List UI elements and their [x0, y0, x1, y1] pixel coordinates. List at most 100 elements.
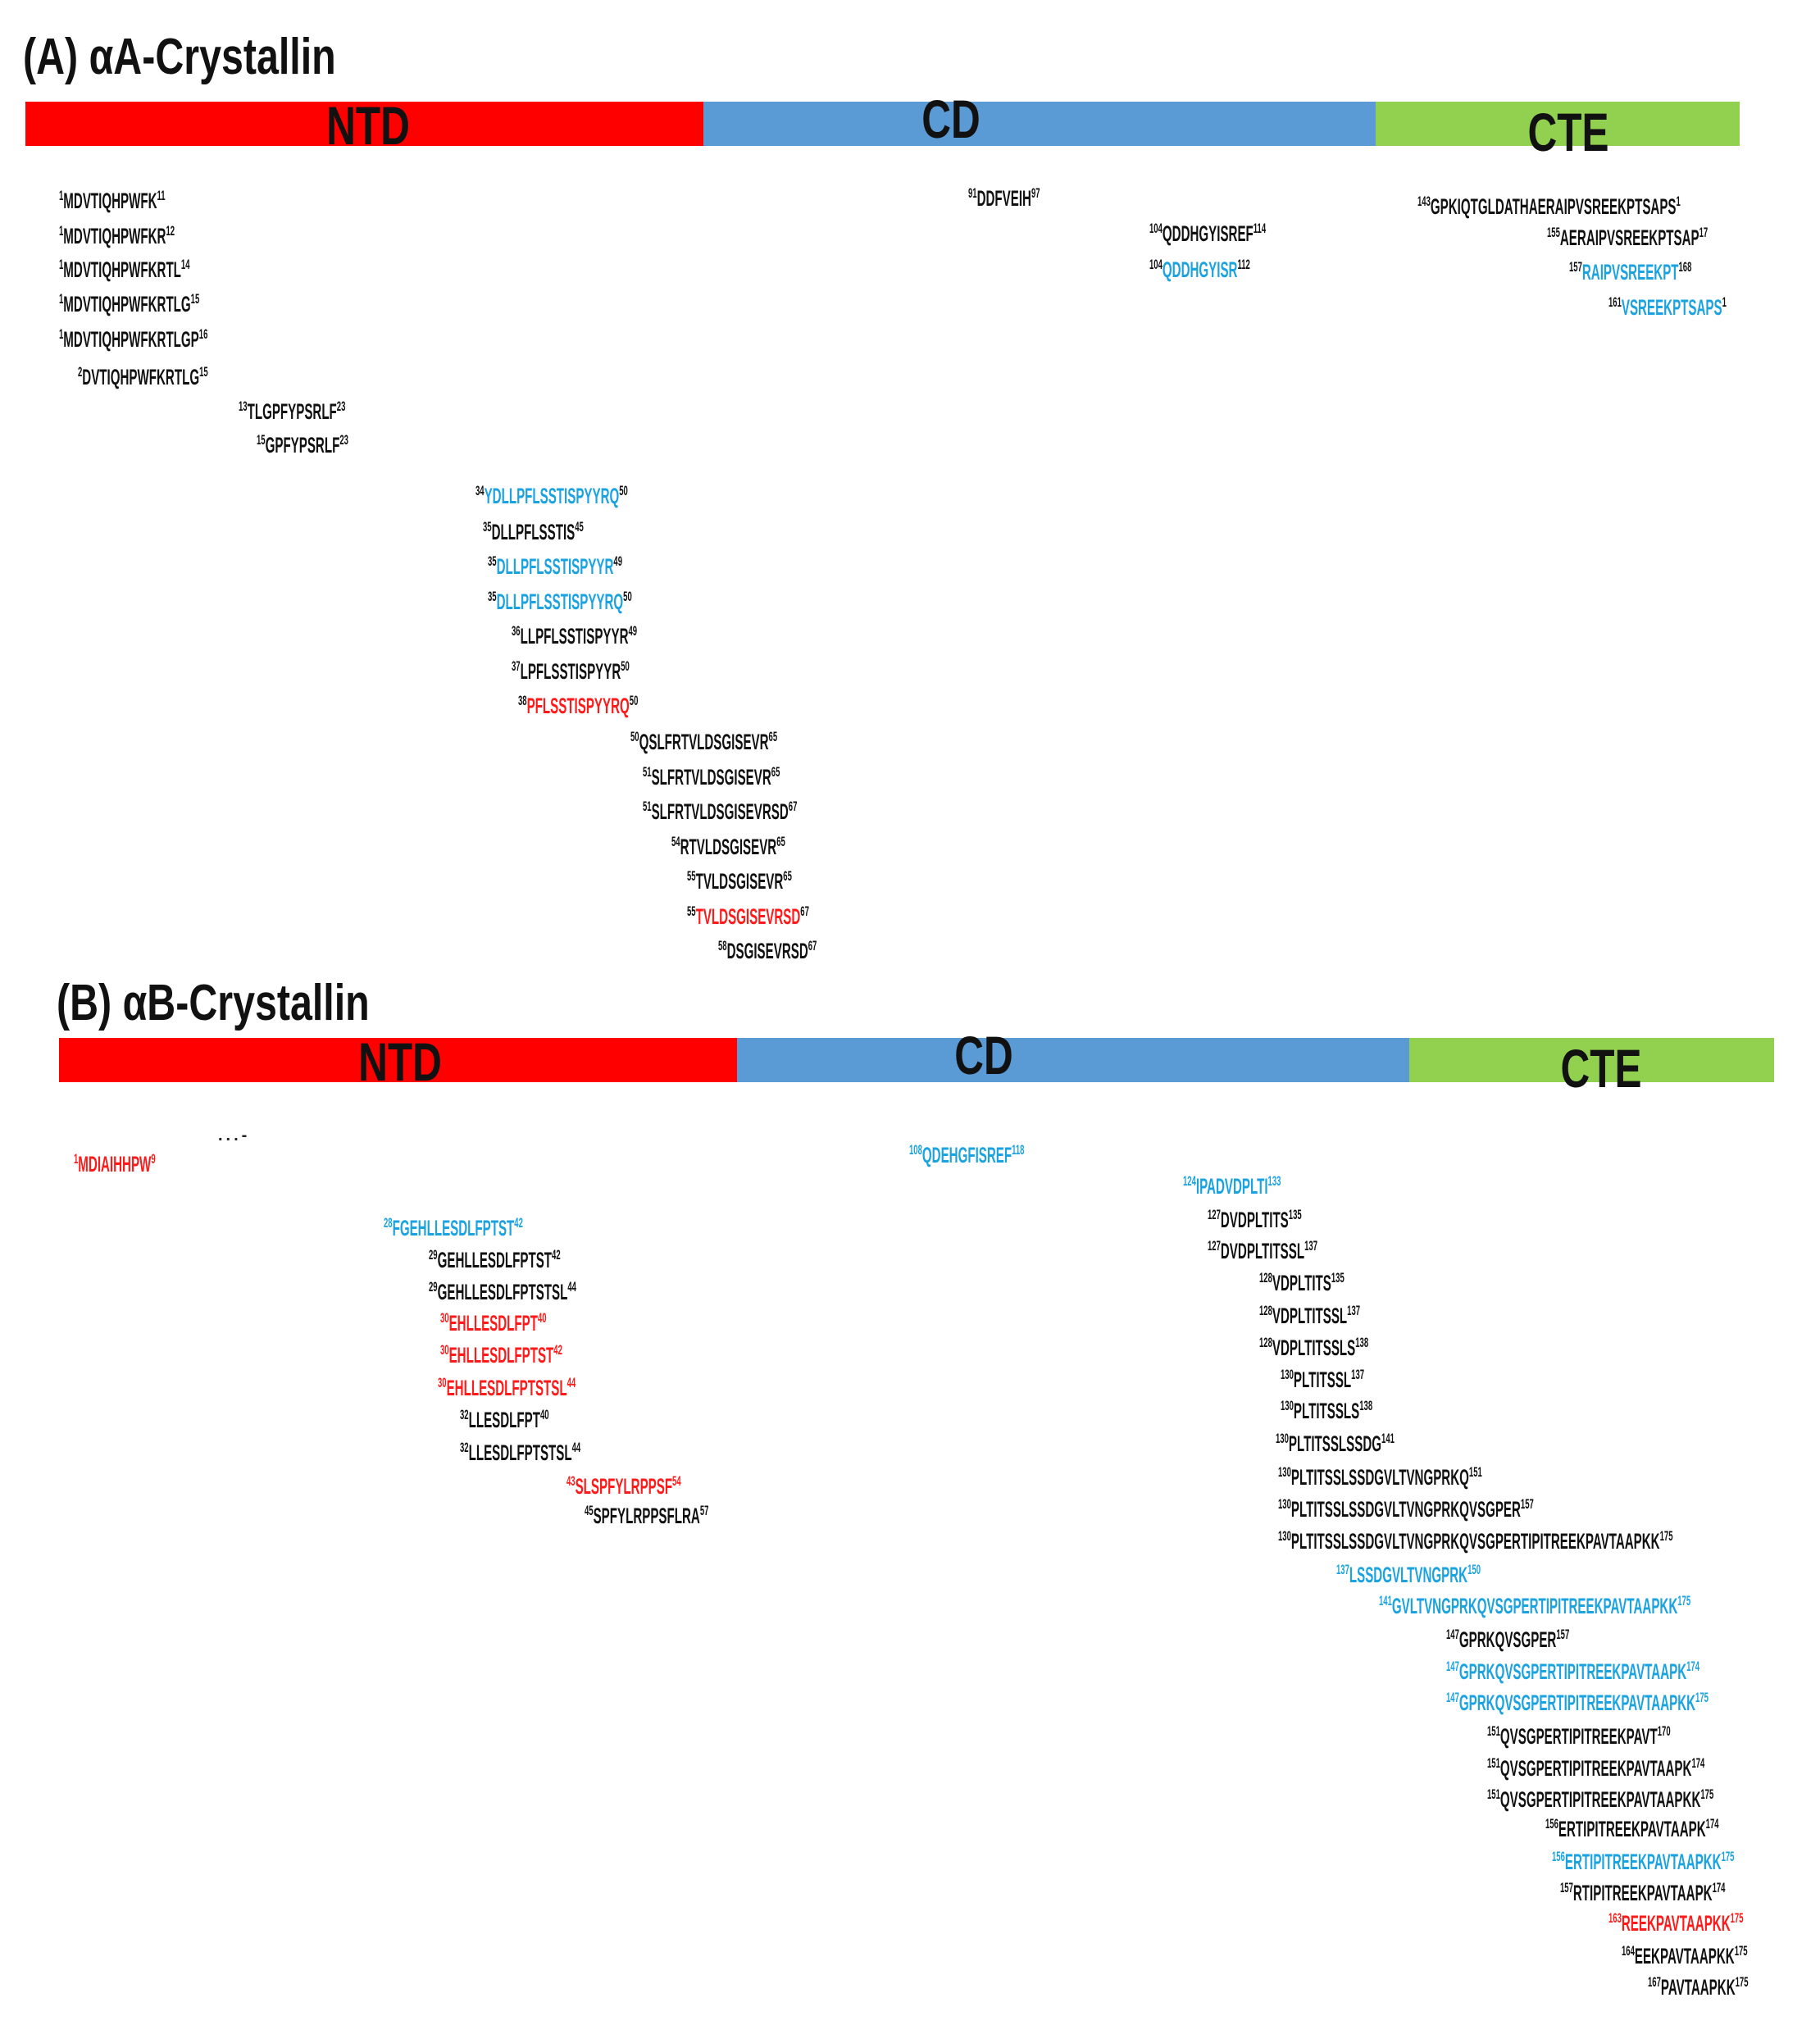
peptide-end-position: 44	[571, 1440, 581, 1455]
peptide-start-position: 2	[78, 364, 83, 380]
peptide-start-position: 30	[440, 1342, 449, 1358]
peptide-sequence: YDLLPFLSSTISPYYRQ	[484, 484, 620, 508]
panel-a-peptide: 34YDLLPFLSSTISPYYRQ50	[475, 479, 628, 508]
panel-b-peptide: 45SPFYLRPPSFLRA57	[585, 1499, 708, 1528]
panel-a-peptide: 51SLFRTVLDSGISEVRSD67	[643, 794, 797, 824]
panel-a-peptide: 104QDDHGYISREF114	[1149, 216, 1266, 246]
peptide-sequence: QDEHGFISREF	[921, 1143, 1012, 1167]
peptide-end-position: 67	[788, 799, 798, 814]
peptide-sequence: QVSGPERTIPITREEKPAVTAAPKK	[1499, 1787, 1701, 1812]
peptide-end-position: 174	[1705, 1816, 1719, 1832]
peptide-sequence: MDVTIQHPWFKRTLGP	[63, 327, 199, 352]
peptide-sequence: VDPLTITSSLS	[1272, 1336, 1356, 1360]
peptide-end-position: 151	[1468, 1464, 1482, 1480]
peptide-start-position: 130	[1278, 1464, 1291, 1480]
peptide-end-position: 44	[566, 1375, 576, 1390]
peptide-start-position: 30	[440, 1310, 449, 1326]
peptide-start-position: 127	[1208, 1238, 1221, 1254]
panel-a-peptide: 13TLGPFYPSRLF23	[239, 394, 345, 424]
panel-b-peptide: 30EHLLESDLFPTSTSL44	[438, 1371, 576, 1400]
peptide-sequence: IPADVDPLTI	[1195, 1174, 1268, 1199]
peptide-sequence: MDVTIQHPWFKRTLG	[63, 292, 191, 316]
peptide-start-position: 1	[74, 1151, 79, 1167]
panel-a-peptide: 37LPFLSSTISPYYR50	[512, 654, 630, 684]
peptide-end-position: 150	[1467, 1562, 1481, 1577]
panel-a-peptide: 104QDDHGYISR112	[1149, 253, 1250, 282]
peptide-end-position: 54	[672, 1473, 681, 1489]
peptide-end-position: 1	[1722, 294, 1727, 310]
peptide-start-position: 51	[643, 799, 652, 814]
peptide-sequence: EHLLESDLFPT	[448, 1311, 538, 1336]
panel-b-peptide: 30EHLLESDLFPT40	[440, 1306, 547, 1336]
peptide-start-position: 91	[968, 185, 977, 201]
peptide-start-position: 32	[460, 1407, 469, 1422]
peptide-sequence: DLLPFLSSTIS	[491, 520, 576, 544]
peptide-sequence: TVLDSGISEVR	[695, 869, 784, 894]
peptide-end-position: 157	[1556, 1627, 1570, 1642]
peptide-sequence: QSLFRTVLDSGISEVR	[639, 730, 769, 754]
panel-b-peptide: 156ERTIPITREEKPAVTAAPKK175	[1552, 1845, 1734, 1874]
peptide-end-position: 49	[613, 553, 623, 569]
panel-a-peptide: 1MDVTIQHPWFK11	[59, 184, 166, 213]
peptide-sequence: VSREEKPTSAPS	[1621, 295, 1722, 320]
panel-a-peptide: 1MDVTIQHPWFKR12	[59, 219, 175, 248]
panel-b-peptide: 156ERTIPITREEKPAVTAAPK174	[1545, 1812, 1719, 1841]
peptide-sequence: ERTIPITREEKPAVTAAPKK	[1564, 1850, 1722, 1874]
peptide-start-position: 156	[1545, 1816, 1558, 1832]
peptide-start-position: 35	[483, 519, 492, 535]
panel-b-peptide: 28FGEHLLESDLFPTST42	[384, 1211, 523, 1240]
peptide-end-position: 175	[1677, 1593, 1691, 1609]
peptide-end-position: 137	[1351, 1367, 1365, 1382]
peptide-end-position: 1	[1676, 193, 1681, 209]
panel-b-peptide: 128VDPLTITSSLS138	[1259, 1331, 1368, 1360]
peptide-end-position: 40	[539, 1407, 549, 1422]
peptide-sequence: LLPFLSSTISPYYR	[520, 624, 629, 648]
peptide-sequence: RTIPITREEKPAVTAAPK	[1572, 1881, 1713, 1905]
panel-a-peptide: 2DVTIQHPWFKRTLG15	[78, 360, 208, 389]
peptide-sequence: MDIAIHHPW	[78, 1152, 152, 1176]
panel-a-cd-label: CD	[921, 89, 981, 149]
peptide-end-position: 23	[339, 432, 348, 448]
panel-b-peptide: 151QVSGPERTIPITREEKPAVTAAPK174	[1487, 1751, 1704, 1781]
peptide-start-position: 156	[1552, 1849, 1565, 1864]
peptide-start-position: 1	[59, 223, 64, 239]
panel-b-peptide: 130PLTITSSLSSDGVLTVNGPRKQVSGPERTIPITREEK…	[1278, 1524, 1673, 1554]
panel-a-peptide: 35DLLPFLSSTISPYYRQ50	[488, 585, 632, 614]
peptide-sequence: LPFLSSTISPYYR	[520, 659, 621, 684]
peptide-sequence: GPFYPSRLF	[265, 433, 340, 457]
peptide-sequence: REEKPAVTAAPKK	[1621, 1911, 1731, 1936]
peptide-start-position: 128	[1259, 1303, 1272, 1318]
panel-a-peptide: 1MDVTIQHPWFKRTLG15	[59, 287, 199, 316]
peptide-sequence: TLGPFYPSRLF	[247, 399, 337, 424]
panel-b-peptide: 127DVDPLTITSSL137	[1208, 1234, 1317, 1263]
peptide-end-position: 50	[623, 589, 632, 604]
peptide-start-position: 38	[518, 693, 527, 708]
panel-a-peptide: 58DSGISEVRSD67	[718, 934, 817, 963]
panel-a-peptide: 1MDVTIQHPWFKRTLGP16	[59, 322, 207, 352]
peptide-end-position: 174	[1712, 1880, 1726, 1895]
peptide-end-position: 9	[151, 1151, 156, 1167]
panel-b-domain-ntd	[59, 1038, 737, 1082]
peptide-end-position: 137	[1347, 1303, 1361, 1318]
peptide-start-position: 147	[1446, 1627, 1459, 1642]
panel-a-peptide: 35DLLPFLSSTISPYYR49	[488, 549, 622, 579]
peptide-end-position: 135	[1288, 1207, 1302, 1222]
peptide-end-position: 42	[553, 1342, 562, 1358]
peptide-end-position: 65	[768, 729, 778, 744]
peptide-sequence: SLSPFYLRPPSF	[575, 1474, 673, 1499]
peptide-sequence: EHLLESDLFPTST	[448, 1343, 554, 1367]
peptide-start-position: 161	[1608, 294, 1622, 310]
peptide-sequence: PLTITSSL	[1293, 1367, 1352, 1392]
panel-b-ntd-label: NTD	[358, 1031, 442, 1092]
peptide-sequence: MDVTIQHPWFKR	[63, 224, 166, 248]
peptide-start-position: 35	[488, 553, 497, 569]
peptide-sequence: GPRKQVSGPERTIPITREEKPAVTAAPK	[1458, 1659, 1687, 1684]
panel-b-cd-label: CD	[954, 1025, 1013, 1085]
peptide-end-position: 50	[619, 483, 628, 498]
peptide-sequence: DLLPFLSSTISPYYR	[496, 554, 614, 579]
panel-b-peptide: 130PLTITSSLSSDGVLTVNGPRKQVSGPER157	[1278, 1492, 1534, 1522]
peptide-start-position: 55	[687, 868, 696, 884]
peptide-start-position: 128	[1259, 1335, 1272, 1350]
peptide-sequence: GPRKQVSGPERTIPITREEKPAVTAAPKK	[1458, 1691, 1696, 1715]
peptide-start-position: 29	[429, 1247, 438, 1263]
